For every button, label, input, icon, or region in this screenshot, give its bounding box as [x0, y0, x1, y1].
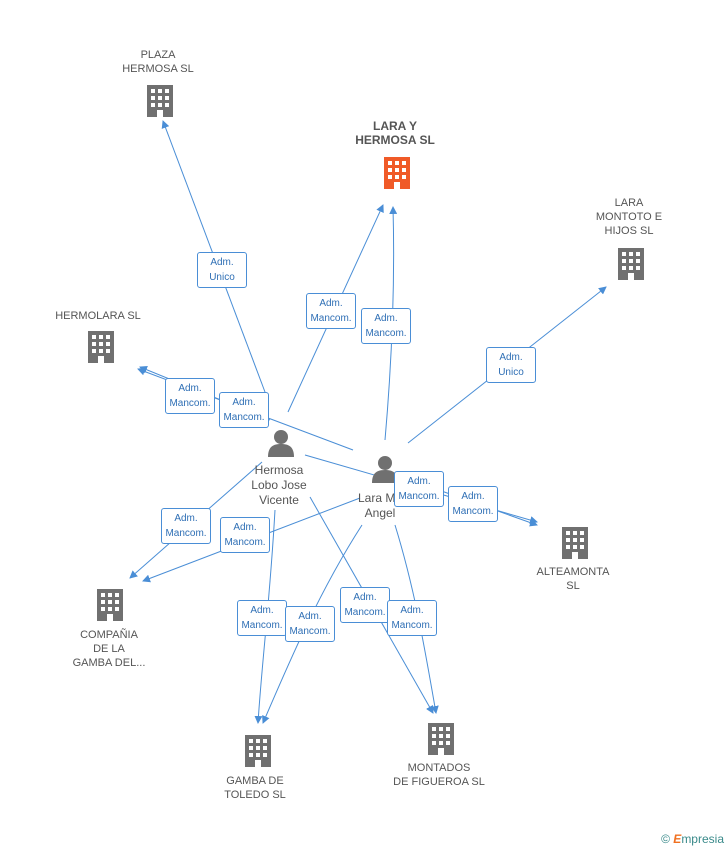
company-label-hermolara[interactable]: HERMOLARA SL [55, 310, 141, 322]
edge-label[interactable]: Adm. Mancom. [306, 293, 356, 329]
edge-label[interactable]: Adm. Mancom. [448, 486, 498, 522]
building-icon [97, 589, 123, 621]
building-icon-main [384, 157, 410, 189]
edges [129, 120, 607, 724]
brand-footer[interactable]: © Empresia [661, 832, 724, 846]
building-icon [428, 723, 454, 755]
copyright-icon: © [661, 832, 670, 846]
company-label-compania-gamba[interactable]: COMPAÑIA DE LA GAMBA DEL... [72, 629, 146, 669]
brand-name: mpresia [681, 832, 724, 846]
building-icon [147, 85, 173, 117]
building-icon [245, 735, 271, 767]
edge-label[interactable]: Adm. Unico [197, 252, 247, 288]
edge-label[interactable]: Adm. Mancom. [220, 517, 270, 553]
company-label-lara-montoto[interactable]: LARA MONTOTO E HIJOS SL [595, 197, 663, 237]
person-icon [268, 430, 294, 457]
edge-label[interactable]: Adm. Mancom. [394, 471, 444, 507]
edge-label[interactable]: Adm. Unico [486, 347, 536, 383]
edge-label[interactable]: Adm. Mancom. [361, 308, 411, 344]
company-label-lara-y-hermosa[interactable]: LARA Y HERMOSA SL [355, 119, 435, 147]
edge-label[interactable]: Adm. Mancom. [387, 600, 437, 636]
company-label-plaza-hermosa[interactable]: PLAZA HERMOSA SL [122, 49, 194, 75]
building-icon [88, 331, 114, 363]
brand-logo-letter: E [673, 832, 682, 846]
building-icon [562, 527, 588, 559]
edge-label[interactable]: Adm. Mancom. [285, 606, 335, 642]
edge-label[interactable]: Adm. Mancom. [165, 378, 215, 414]
company-label-alteamonta[interactable]: ALTEAMONTA SL [536, 566, 610, 592]
person-label-hermosa-lobo[interactable]: Hermosa Lobo Jose Vicente [251, 463, 307, 507]
edge-label[interactable]: Adm. Mancom. [161, 508, 211, 544]
building-icon [618, 248, 644, 280]
edge-label[interactable]: Adm. Mancom. [219, 392, 269, 428]
edge-label[interactable]: Adm. Mancom. [340, 587, 390, 623]
edge-label[interactable]: Adm. Mancom. [237, 600, 287, 636]
company-label-gamba-toledo[interactable]: GAMBA DE TOLEDO SL [224, 775, 286, 801]
company-label-montados-figueroa[interactable]: MONTADOS DE FIGUEROA SL [393, 762, 485, 788]
